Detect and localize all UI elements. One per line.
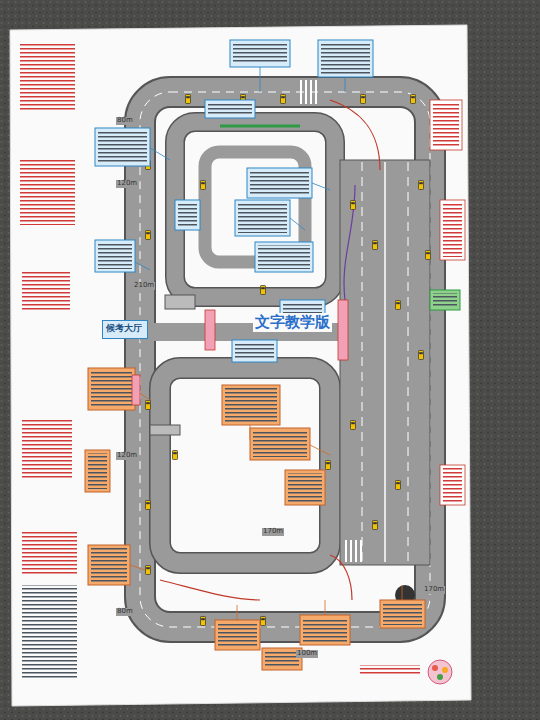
distance-label: 100m (296, 650, 318, 658)
distance-label: 80m (116, 117, 134, 125)
hall-label: 候考大厅 (106, 323, 144, 333)
distance-label: 210m (133, 282, 155, 290)
distance-label: 170m (262, 528, 284, 536)
distance-label: 120m (116, 180, 138, 188)
distance-label: 170m (423, 586, 445, 594)
distance-label: 80m (116, 608, 134, 616)
map-title: 文字教学版 (253, 313, 332, 332)
hall-box: 候考大厅 (102, 320, 148, 339)
distance-label: 120m (116, 452, 138, 460)
